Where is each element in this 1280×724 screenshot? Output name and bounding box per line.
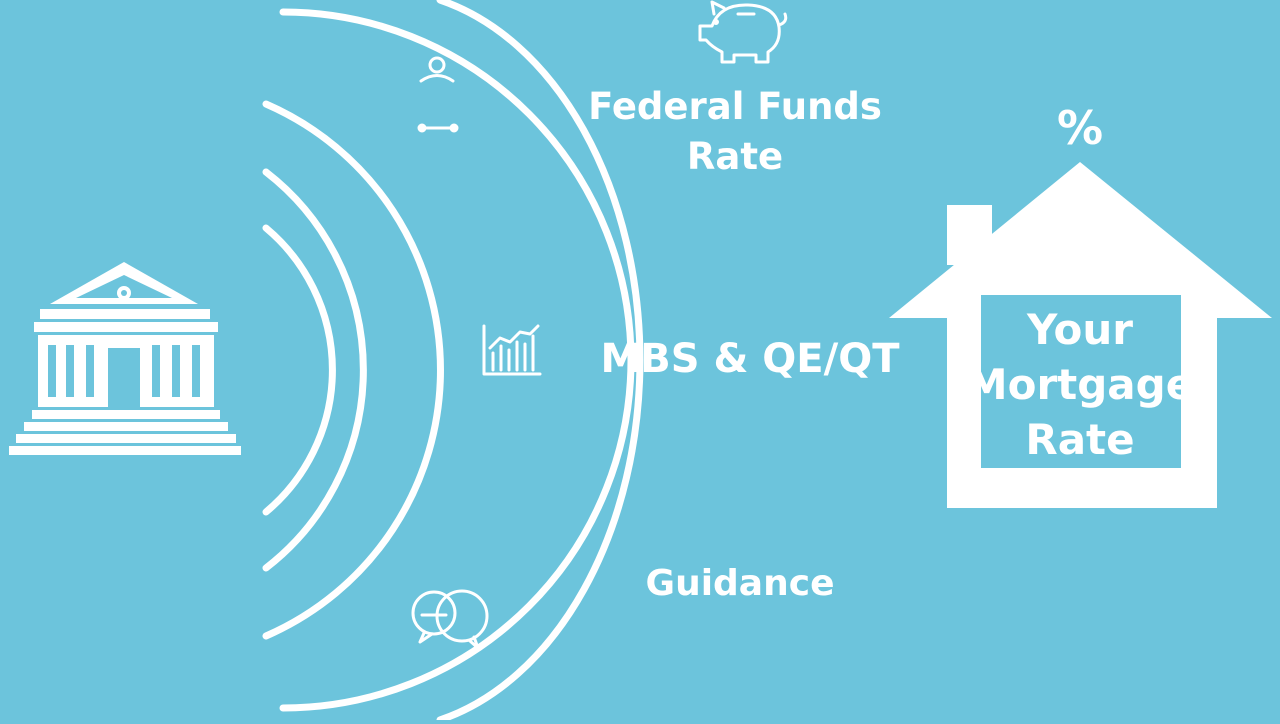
speech-bubbles-icon [411, 589, 489, 650]
percent-symbol-small: % [1062, 250, 1098, 290]
your-mortgage-rate-label: Your Mortgage Rate [960, 302, 1200, 467]
bar-chart-icon [482, 324, 542, 376]
person-icon [417, 56, 459, 133]
signal-arc-5 [436, 0, 644, 724]
mortgage-line-2: Mortgage [965, 360, 1195, 409]
federal-funds-rate-label: Federal Funds Rate [560, 82, 910, 182]
mbs-qe-qt-label: MBS & QE/QT [600, 336, 900, 382]
mortgage-line-1: Your [1026, 305, 1134, 354]
guidance-label: Guidance [645, 563, 835, 604]
signal-arc-4 [279, 8, 635, 712]
federal-funds-rate-line-2: Rate [686, 135, 784, 178]
signal-arc-3 [262, 100, 444, 640]
bank-building-icon [9, 262, 241, 455]
house-icon [889, 162, 1272, 508]
signal-arc-2 [262, 168, 367, 572]
signal-waves [262, 0, 644, 724]
mortgage-line-3: Rate [1025, 415, 1135, 464]
piggy-bank-icon [698, 0, 788, 64]
signal-arc-1 [262, 224, 336, 516]
percent-symbol-large: % [1056, 101, 1104, 155]
federal-funds-rate-line-1: Federal Funds [588, 85, 882, 128]
